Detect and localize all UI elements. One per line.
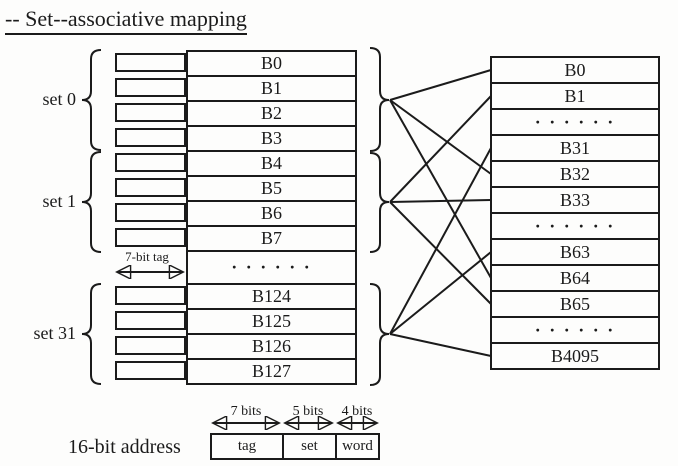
tag-box (115, 203, 186, 222)
cache-row-b127: B127 (251, 361, 291, 381)
cache-row-b3: B3 (188, 127, 355, 152)
cache-row-b7: B7 (188, 227, 355, 252)
tag-box (115, 228, 186, 247)
cache-row-b2: B2 (188, 102, 355, 127)
memory-row-b1: B1 (492, 84, 658, 110)
tag-box (115, 128, 186, 147)
word-bits-label: 4 bits (341, 404, 373, 419)
set0-label: set 0 (42, 89, 77, 109)
cache-ellipsis-row: · · · · · · (188, 252, 355, 285)
map-line-set0-b0 (389, 69, 492, 101)
map-line-set0-b64 (389, 99, 492, 279)
cache-row-b4: B4 (188, 152, 355, 177)
set31-right-brace (369, 283, 390, 386)
set-bits-label: 5 bits (292, 404, 324, 419)
tag-width-label: 7-bit tag (125, 249, 169, 264)
map-line-set31-b31 (389, 147, 492, 335)
tag-box (115, 153, 186, 172)
tag-box (115, 311, 186, 330)
tag-box (115, 361, 186, 380)
map-line-set31-b63 (389, 251, 492, 335)
map-line-set31-b4095 (389, 333, 492, 357)
set1-label: set 1 (42, 191, 77, 211)
tag-box (115, 103, 186, 122)
tag-bits-label: 7 bits (230, 404, 262, 419)
address-label: 16-bit address (68, 436, 181, 458)
cache-row-b126: B126 (188, 335, 355, 360)
set0-left-brace (81, 49, 102, 151)
memory-row-b63: B63 (492, 240, 658, 266)
memory-row-b33: B33 (492, 188, 658, 214)
tag-box (115, 336, 186, 355)
tag-box (115, 178, 186, 197)
set1-right-brace (369, 152, 390, 253)
memory-row-b4095: B4095 (550, 346, 599, 366)
cache-row-b125: B125 (188, 310, 355, 335)
address-word-field: word (335, 435, 378, 458)
cache-row-b124: B124 (188, 285, 355, 310)
memory-ellipsis-row: · · · · · · (492, 318, 658, 344)
memory-row-b64: B64 (492, 266, 658, 292)
memory-row-b65: B65 (492, 292, 658, 318)
set0-right-brace (369, 47, 390, 152)
map-line-set0-b32 (389, 99, 492, 175)
main-memory-column: B0 B1 · · · · · · B31 B32 B33 · · · · · … (490, 56, 660, 370)
cache-row-b5: B5 (188, 177, 355, 202)
address-tag-field: tag (237, 438, 257, 454)
set31-label: set 31 (33, 323, 77, 343)
cache-row-b1: B1 (188, 77, 355, 102)
tag-box (115, 78, 186, 97)
page-title: -- Set--associative mapping (5, 6, 247, 35)
memory-ellipsis-row: · · · · · · (492, 214, 658, 240)
set31-left-brace (81, 283, 102, 385)
map-line-set1-b33 (389, 199, 492, 203)
tag-box (115, 286, 186, 305)
memory-row-b31: B31 (492, 136, 658, 162)
map-line-set1-b65 (389, 201, 492, 305)
set1-left-brace (81, 151, 102, 253)
memory-ellipsis-row: · · · · · · (492, 110, 658, 136)
map-line-set1-b1 (389, 95, 492, 203)
memory-row-b0: B0 (492, 58, 658, 84)
address-format-box: tag set word (210, 433, 380, 460)
address-set-field: set (282, 435, 335, 458)
memory-row-b32: B32 (492, 162, 658, 188)
cache-block-column: B0 B1 B2 B3 B4 B5 B6 B7 · · · · · · B124… (186, 50, 357, 385)
cache-row-b6: B6 (188, 202, 355, 227)
tag-box (115, 53, 186, 72)
cache-row-b0: B0 (188, 52, 355, 77)
